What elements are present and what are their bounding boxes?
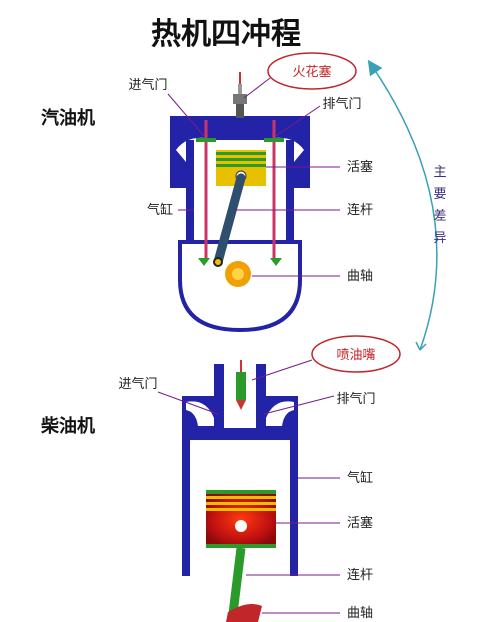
gasoline-exhaust-valve — [264, 120, 284, 258]
difference-char-1: 主 — [433, 165, 446, 180]
difference-char-2: 要 — [433, 187, 446, 202]
gasoline-intake-valve — [196, 120, 216, 258]
gasoline-cylinder-wall-right — [286, 140, 294, 242]
gasoline-engine: 汽油机 — [41, 72, 310, 333]
diesel-exhaust-valve — [256, 364, 266, 430]
gasoline-intake-cam — [198, 258, 210, 266]
diagram-title: 热机四冲程 — [151, 17, 301, 52]
gasoline-connecting-rod — [213, 173, 246, 267]
diesel-engine-name: 柴油机 — [40, 415, 95, 437]
gasoline-label-exhaust: 排气门 — [322, 96, 361, 112]
spark-plug-icon — [233, 72, 247, 118]
gasoline-label-piston: 活塞 — [347, 159, 373, 175]
diesel-piston-ring — [206, 490, 276, 494]
gasoline-exhaust-cam — [270, 258, 282, 266]
diesel-piston-skirt — [206, 544, 276, 548]
diesel-piston — [206, 494, 276, 544]
diesel-label-injector: 喷油嘴 — [336, 348, 375, 363]
diesel-label-exhaust: 排气门 — [336, 391, 375, 407]
diesel-label-intake: 进气门 — [118, 376, 157, 392]
diesel-label-cylinder: 气缸 — [347, 470, 373, 486]
diesel-crankshaft — [226, 604, 262, 622]
diesel-label-piston: 活塞 — [347, 515, 373, 531]
diesel-intake-port — [186, 401, 214, 426]
diesel-intake-valve — [214, 364, 224, 430]
gasoline-labels: 进气门 火花塞 排气门 活塞 气缸 连杆 曲轴 — [128, 52, 373, 284]
fuel-injector-icon — [236, 360, 246, 410]
gasoline-label-cylinder: 气缸 — [147, 202, 173, 218]
diesel-labels: 喷油嘴 进气门 排气门 气缸 活塞 连杆 曲轴 — [118, 335, 401, 621]
diesel-label-crankshaft: 曲轴 — [347, 606, 373, 621]
diesel-label-rod: 连杆 — [347, 567, 373, 583]
diesel-engine: 柴油机 — [40, 360, 298, 622]
gasoline-label-spark-plug: 火花塞 — [292, 64, 331, 80]
gasoline-label-intake: 进气门 — [128, 77, 167, 93]
diesel-exhaust-port — [266, 401, 294, 426]
main-difference-arrow: 主 要 差 异 — [367, 59, 447, 351]
gasoline-crankshaft — [213, 257, 251, 287]
gasoline-label-crankshaft: 曲轴 — [347, 269, 373, 284]
gasoline-cylinder-wall-left — [186, 140, 194, 242]
gasoline-label-rod: 连杆 — [347, 202, 373, 218]
difference-char-3: 差 — [433, 209, 446, 224]
difference-char-4: 异 — [433, 231, 446, 246]
gasoline-engine-name: 汽油机 — [41, 107, 95, 129]
